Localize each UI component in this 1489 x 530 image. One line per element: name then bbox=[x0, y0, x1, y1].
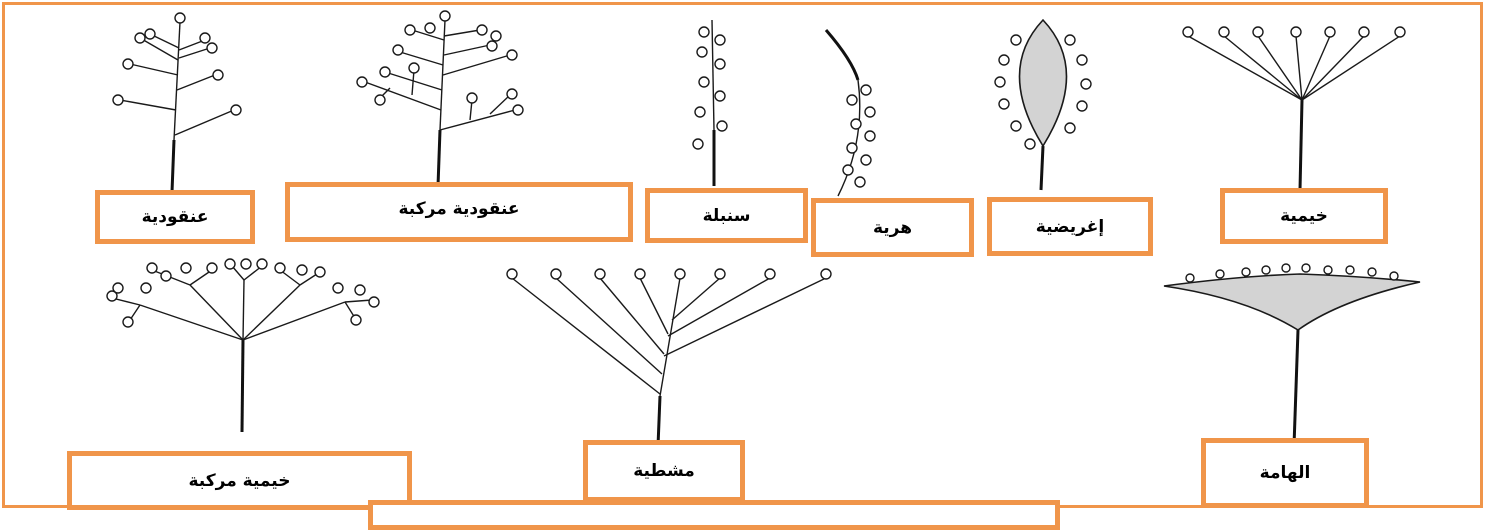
umbel-figure bbox=[1182, 26, 1406, 191]
label-box-capitulum: الهامة bbox=[1201, 438, 1369, 508]
raceme-figure bbox=[112, 12, 242, 193]
label-box-corymb: مشطية bbox=[583, 440, 745, 502]
label-box-raceme: عنقودية bbox=[95, 190, 255, 244]
label-box-compound-umbel: خيمية مركبة bbox=[67, 451, 412, 510]
compound-umbel-figure bbox=[106, 258, 380, 433]
catkin-figure bbox=[824, 29, 876, 197]
label-raceme: عنقودية bbox=[141, 207, 209, 227]
label-compound-raceme: عنقودية مركبة bbox=[398, 199, 520, 219]
label-box-bottom bbox=[368, 500, 1060, 530]
spike-figure bbox=[692, 19, 728, 186]
label-box-spadix: إغريضية bbox=[987, 197, 1153, 256]
label-capitulum: الهامة bbox=[1259, 463, 1311, 483]
label-spike: سنبلة bbox=[702, 205, 751, 226]
label-box-spike: سنبلة bbox=[645, 188, 808, 243]
corymb-figure bbox=[506, 268, 832, 447]
label-umbel: خيمية bbox=[1280, 206, 1328, 226]
spadix-figure bbox=[994, 18, 1092, 191]
label-box-umbel: خيمية bbox=[1220, 188, 1388, 244]
label-box-catkin: هرية bbox=[811, 198, 974, 257]
label-spadix: إغريضية bbox=[1035, 216, 1105, 237]
label-corymb: مشطية bbox=[633, 461, 695, 481]
capitulum-figure bbox=[1163, 263, 1421, 447]
compound-raceme-figure bbox=[356, 10, 524, 187]
inflorescence-drawings: .st { stroke: #1a1a1a; stroke-width: 1.4… bbox=[106, 10, 1421, 447]
label-catkin: هرية bbox=[872, 217, 913, 238]
label-box-compound-raceme: عنقودية مركبة bbox=[285, 182, 633, 242]
label-compound-umbel: خيمية مركبة bbox=[188, 470, 291, 491]
